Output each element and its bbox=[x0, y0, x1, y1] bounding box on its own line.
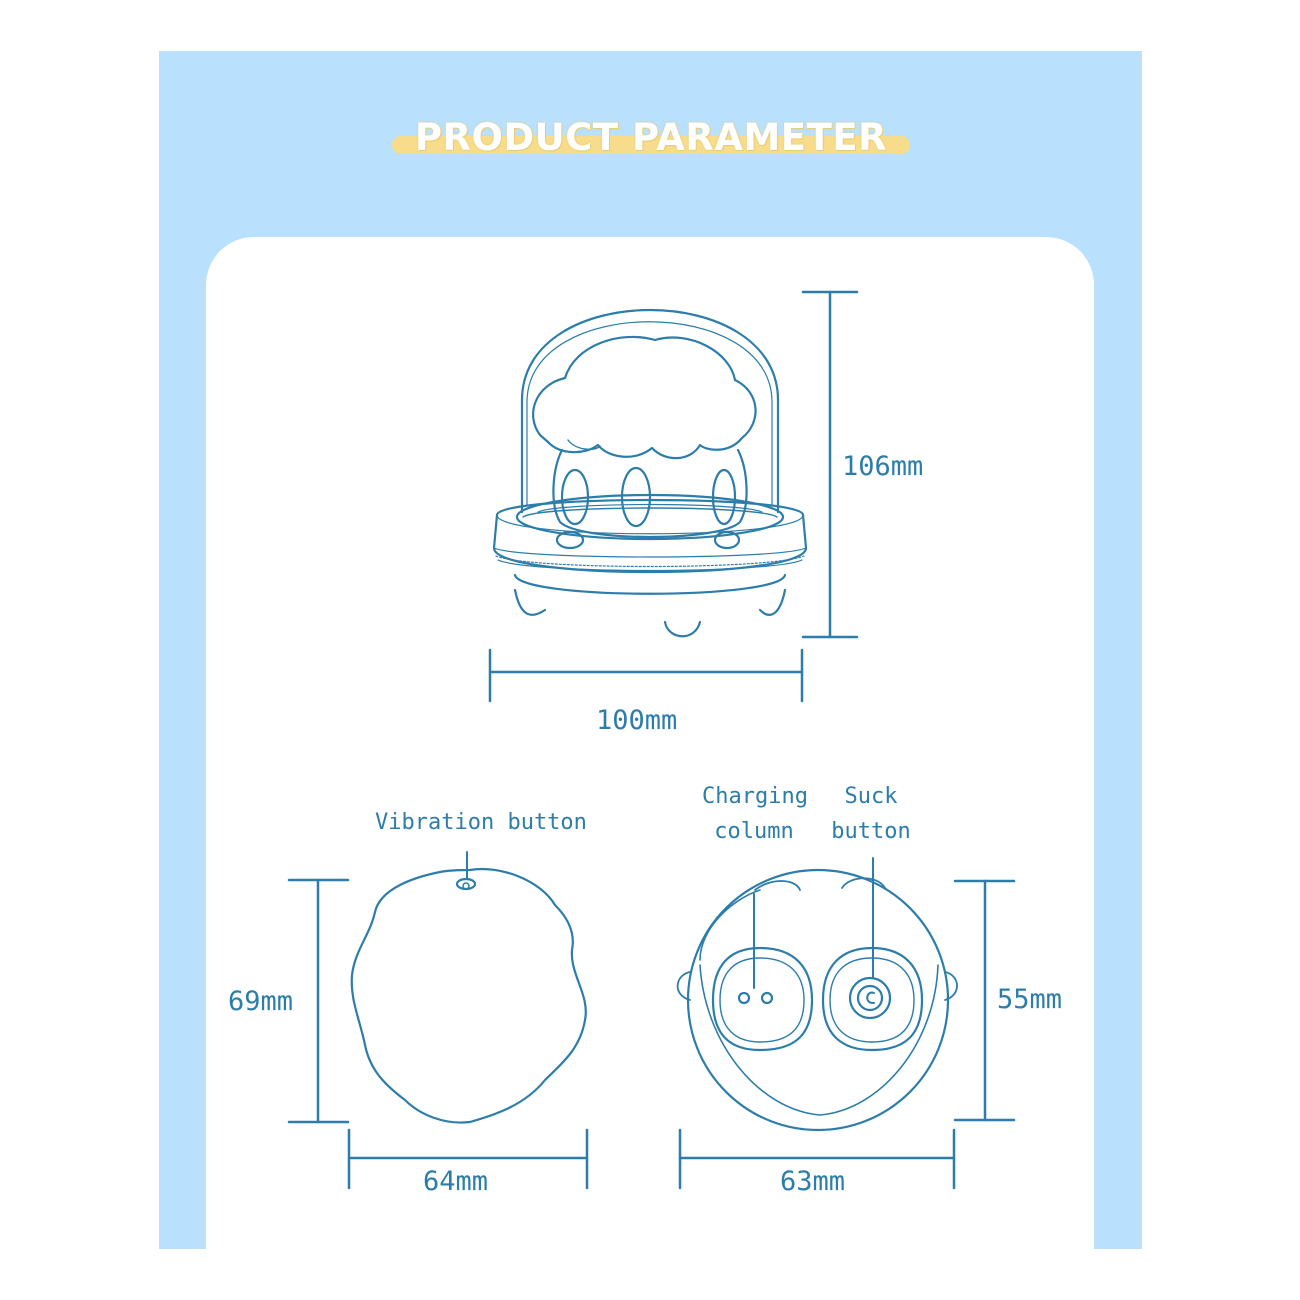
bottom-view-drawing bbox=[676, 857, 958, 1132]
page-title: PRODUCT PARAMETER bbox=[414, 116, 888, 159]
bottom-height-dimension bbox=[953, 879, 1016, 1122]
bottom-width-dimension bbox=[678, 1128, 956, 1190]
bottom-width-label: 63mm bbox=[780, 1166, 846, 1197]
front-width-dimension bbox=[488, 648, 804, 703]
content-card bbox=[206, 237, 1094, 1250]
top-height-label: 69mm bbox=[228, 986, 294, 1017]
front-height-label: 106mm bbox=[842, 451, 924, 482]
title-block: PRODUCT PARAMETER bbox=[392, 108, 910, 164]
title-highlight bbox=[392, 136, 910, 154]
top-width-label: 64mm bbox=[423, 1166, 489, 1197]
suck-button-label-line1: Suck bbox=[844, 784, 898, 809]
front-width-label: 100mm bbox=[596, 705, 678, 736]
front-height-dimension bbox=[801, 290, 859, 639]
front-view-drawing bbox=[492, 309, 808, 638]
charging-column-label-line1: Charging bbox=[702, 784, 808, 809]
charging-column-label-line2: column bbox=[714, 819, 794, 844]
top-height-dimension bbox=[287, 878, 350, 1124]
top-width-dimension bbox=[347, 1128, 589, 1190]
vibration-button-label: Vibration button bbox=[375, 810, 587, 835]
top-view-drawing bbox=[350, 851, 587, 1124]
suck-button-label-line2: button bbox=[831, 819, 911, 844]
bottom-height-label: 55mm bbox=[997, 984, 1063, 1015]
